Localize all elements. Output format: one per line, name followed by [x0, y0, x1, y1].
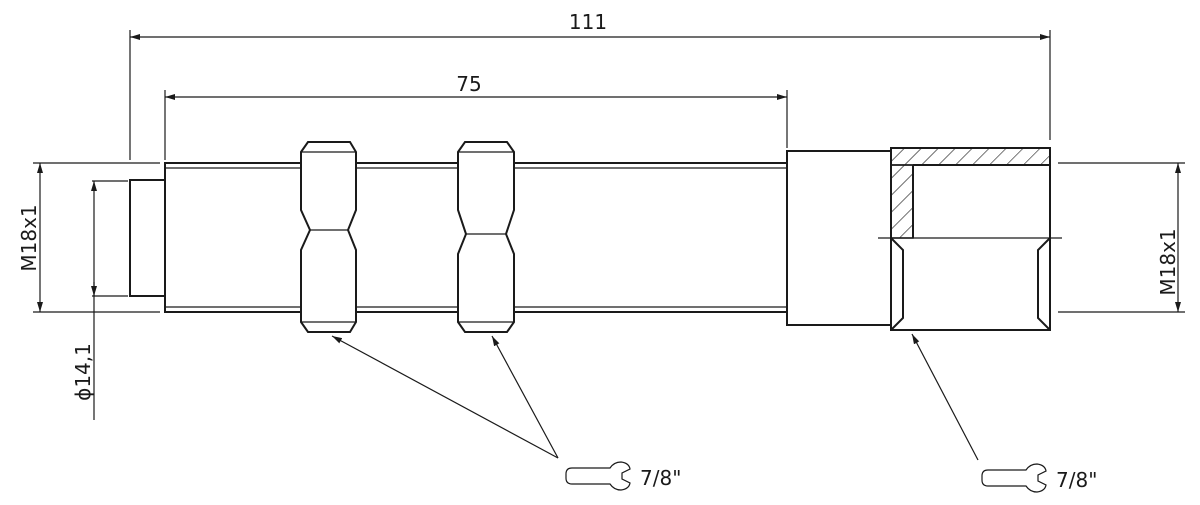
dimension-111-label: 111 [569, 10, 607, 34]
dimension-overall-length: 111 [129, 10, 1051, 160]
left-thread-label: M18x1 [17, 204, 41, 271]
dimension-thread-length: 75 [164, 72, 788, 160]
wrench-callout-2: 7/8" [981, 463, 1097, 493]
lock-nut-2 [457, 141, 515, 333]
body-collar [786, 150, 892, 326]
lock-nut-1 [300, 141, 357, 333]
dimension-face-diameter: ϕ14,1 [71, 180, 128, 420]
face-diameter-label: ϕ14,1 [71, 343, 95, 401]
dimension-left-thread: M18x1 [17, 162, 160, 313]
wrench-size-label-1: 7/8" [640, 466, 681, 490]
dimension-right-thread: M18x1 [1058, 162, 1185, 313]
sensing-face [129, 179, 166, 297]
sensor-body [129, 141, 1062, 333]
connector-nut [878, 147, 1062, 331]
wrench-leader-lines [331, 333, 979, 461]
wrench-size-label-2: 7/8" [1056, 468, 1097, 492]
open-end-wrench-icon [981, 463, 1047, 493]
dimension-75-label: 75 [456, 72, 481, 96]
open-end-wrench-icon [565, 461, 631, 491]
right-thread-label: M18x1 [1156, 228, 1180, 295]
wrench-callout-1: 7/8" [565, 461, 681, 491]
